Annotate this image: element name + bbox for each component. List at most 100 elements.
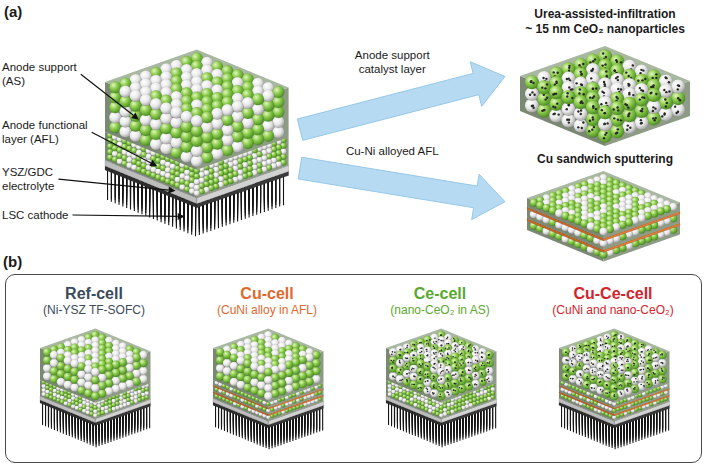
ceria-nanoparticle: [617, 109, 619, 111]
leader-arrowhead: [149, 160, 157, 166]
ceria-nanoparticle: [628, 84, 630, 86]
ceria-nanoparticle: [531, 91, 533, 93]
big-layer: [105, 50, 289, 170]
ceria-nanoparticle: [603, 112, 605, 114]
particle: [647, 88, 661, 102]
leader-arrowhead: [131, 113, 139, 120]
ceria-nanoparticle: [568, 119, 570, 121]
particle: [194, 179, 200, 185]
ceria-nanoparticle: [652, 86, 654, 88]
ceria-nanoparticle: [546, 97, 548, 99]
ceria-nanoparticle: [627, 106, 629, 108]
particle: [586, 100, 600, 114]
particle-sphere: [561, 90, 575, 104]
particle-sphere: [659, 84, 673, 98]
layer-face: [527, 210, 604, 251]
ceria-nanoparticle: [616, 61, 618, 63]
cu-layer: [527, 192, 680, 253]
ceria-nanoparticle: [554, 112, 556, 114]
ceria-nanoparticle: [532, 82, 534, 84]
ceria-nanoparticle: [605, 75, 607, 77]
particle: [191, 115, 203, 127]
cathode-pin: [168, 195, 169, 225]
ceria-nanoparticle: [640, 89, 642, 91]
ceria-nanoparticle: [589, 96, 591, 98]
ceria-nanoparticle: [601, 109, 603, 111]
leader-line: [58, 179, 168, 190]
ceria-nanoparticle: [628, 112, 630, 114]
cathode-pin: [203, 204, 204, 234]
ceria-nanoparticle: [557, 72, 559, 74]
ceria-nanoparticle: [595, 87, 597, 89]
ceria-nanoparticle: [654, 119, 656, 121]
ceria-nanoparticle: [627, 124, 629, 126]
cathode-pin: [245, 189, 246, 219]
particle: [659, 84, 673, 98]
ceria-nanoparticle: [592, 107, 594, 109]
ceria-nanoparticle: [626, 129, 628, 131]
cathode-pin: [241, 190, 242, 220]
particle: [598, 105, 612, 119]
ceria-nanoparticle: [592, 116, 594, 118]
layer-face: [520, 76, 605, 146]
leader-arrowhead: [178, 213, 185, 220]
ceria-nanoparticle: [591, 97, 593, 99]
ceria-nanoparticle: [644, 78, 646, 80]
cathode-pin: [206, 202, 207, 232]
ceria-nanoparticle: [620, 119, 622, 121]
ceria-nanoparticle: [603, 123, 605, 125]
particle-sphere: [194, 184, 200, 190]
ceria-nanoparticle: [582, 121, 584, 123]
particle-sphere: [586, 100, 600, 114]
ceria-nanoparticle: [654, 107, 656, 109]
ceria-nanoparticle: [592, 60, 594, 62]
ceria-nanoparticle: [614, 70, 616, 72]
layer-face: [197, 165, 289, 203]
ceria-nanoparticle: [577, 110, 579, 112]
ceria-nanoparticle: [679, 99, 681, 101]
particle: [561, 90, 575, 104]
particle: [549, 85, 563, 99]
cathode-pin: [256, 185, 257, 215]
cathode-pin: [126, 178, 127, 208]
ceria-nanoparticle: [595, 108, 597, 110]
particle-sphere: [537, 80, 551, 94]
ceria-nanoparticle: [655, 73, 657, 75]
ceria-nanoparticle: [600, 103, 602, 105]
particle-sphere: [194, 190, 200, 196]
ceria-nanoparticle: [601, 64, 603, 66]
small-layer: [527, 171, 680, 239]
particle-sphere: [671, 79, 685, 93]
cathode-pin: [141, 184, 142, 214]
layer-face: [527, 180, 680, 239]
ceria-nanoparticle: [655, 77, 657, 79]
process-arrow: [298, 157, 505, 219]
ceria-nanoparticle: [655, 93, 657, 95]
cathode-pin: [118, 175, 119, 205]
ceria-nanoparticle: [530, 80, 532, 82]
layer-face: [527, 207, 604, 241]
ceria-nanoparticle: [578, 92, 580, 94]
ceria-nanoparticle: [640, 110, 642, 112]
ceria-nanoparticle: [675, 112, 677, 114]
ceria-nanoparticle: [620, 61, 622, 63]
ceria-nanoparticle: [668, 81, 670, 83]
ceria-nanoparticle: [603, 81, 605, 83]
layer-face: [105, 50, 289, 120]
ceria-nanoparticle: [604, 63, 606, 65]
ceria-nanoparticle: [603, 92, 605, 94]
layer-face: [604, 203, 681, 239]
ceria-nanoparticle: [665, 77, 667, 79]
big-layer: [520, 46, 690, 146]
particle: [194, 184, 200, 190]
ceria-nanoparticle: [663, 89, 665, 91]
cathode-pin: [218, 198, 219, 228]
particle: [194, 173, 200, 179]
ceria-nanoparticle: [594, 58, 596, 60]
cathode-pin: [145, 186, 146, 216]
ceria-nanoparticle: [604, 112, 606, 114]
ceria-nanoparticle: [590, 70, 592, 72]
callout-label: YSZ/GDC electrolyte: [2, 165, 72, 194]
ceria-nanoparticle: [533, 94, 535, 96]
ceria-nanoparticle: [626, 104, 628, 106]
